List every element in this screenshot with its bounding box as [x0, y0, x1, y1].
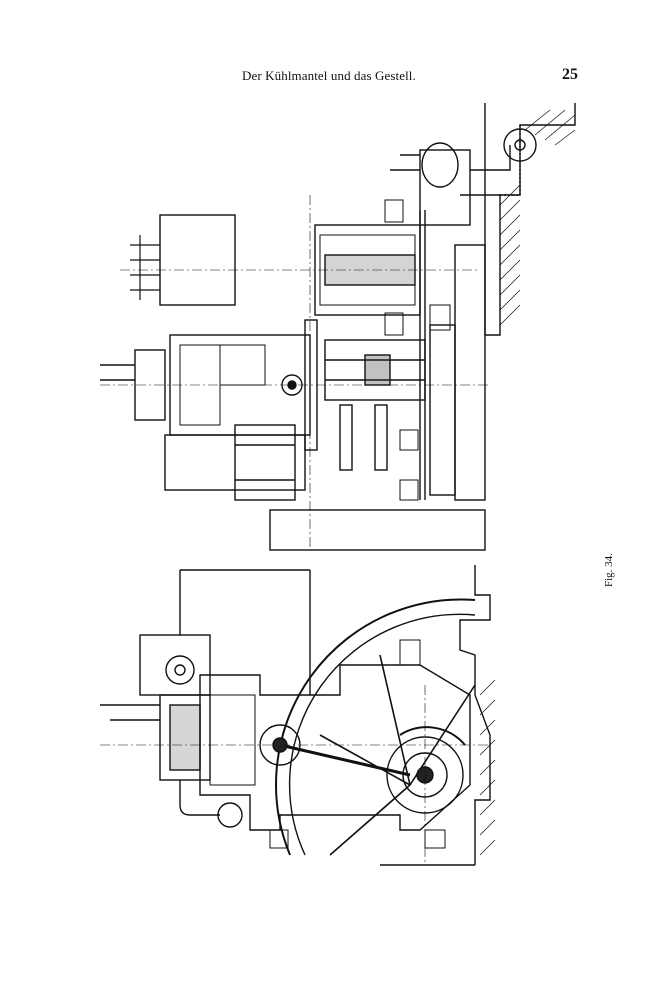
floor-hatching — [479, 679, 496, 856]
figure-caption: Fig. 34. — [603, 553, 615, 587]
engine-technical-drawing — [100, 103, 576, 866]
running-title: Der Kühlmantel und das Gestell. — [242, 68, 416, 83]
upper-view-elevation — [100, 103, 576, 551]
engine-drawing-figure: Fig. 34. — [80, 95, 615, 885]
masonry-hatching — [499, 109, 576, 326]
running-head: Der Kühlmantel und das Gestell. 25 — [0, 66, 659, 88]
lower-view-side — [100, 565, 496, 866]
page-number: 25 — [562, 66, 578, 83]
foundation-slab — [269, 509, 486, 551]
wall-outline — [484, 103, 576, 336]
